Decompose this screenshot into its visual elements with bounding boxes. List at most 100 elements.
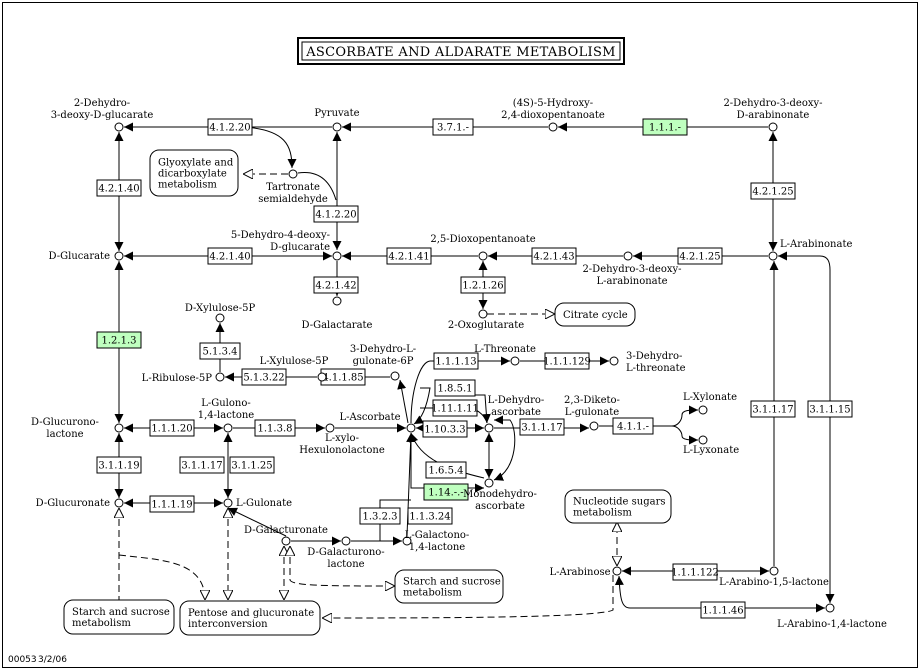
map-link-citrate[interactable]: Citrate cycle bbox=[554, 302, 636, 327]
compound-label-pyruvate[interactable]: Pyruvate bbox=[314, 108, 359, 119]
enzyme-1-2-1-26[interactable]: 1.2.1.26 bbox=[460, 276, 506, 294]
compound-label-l-xylonate[interactable]: L-Xylonate bbox=[683, 392, 737, 403]
compound-node-l-dehydroascorbate[interactable] bbox=[484, 423, 494, 433]
compound-label-l-dehydroascorbate[interactable]: L-Dehydro-ascorbate bbox=[488, 395, 545, 418]
compound-node-d-galactarate[interactable] bbox=[332, 296, 342, 306]
enzyme-4-2-1-40[interactable]: 4.2.1.40 bbox=[96, 179, 142, 197]
enzyme-5-1-3-4[interactable]: 5.1.3.4 bbox=[199, 342, 241, 360]
compound-label-d-galactarate[interactable]: D-Galactarate bbox=[302, 320, 373, 331]
enzyme-3-1-1-19[interactable]: 3.1.1.19 bbox=[96, 456, 142, 474]
compound-label-d-galacturonate[interactable]: D-Galacturonate bbox=[244, 525, 328, 536]
enzyme-3-1-1-25[interactable]: 3.1.1.25 bbox=[229, 456, 275, 474]
enzyme-4-2-1-40[interactable]: 4.2.1.40 bbox=[207, 247, 253, 265]
compound-node-tartronate-semialdehyde[interactable] bbox=[288, 169, 298, 179]
enzyme-4-2-1-41[interactable]: 4.2.1.41 bbox=[386, 247, 432, 265]
compound-node-diketo-gulonate[interactable] bbox=[589, 421, 599, 431]
compound-node-l-ascorbate-main[interactable] bbox=[406, 423, 416, 433]
compound-node-d-galacturono-lactone[interactable] bbox=[341, 536, 351, 546]
enzyme-1-1-3-24[interactable]: 1.1.3.24 bbox=[407, 507, 453, 525]
compound-label-l-arabino-15-lactone[interactable]: L-Arabino-1,5-lactone bbox=[719, 577, 829, 588]
compound-node-l-arabino-15-lactone[interactable] bbox=[769, 566, 779, 576]
compound-node-l-galactono-lactone[interactable] bbox=[402, 536, 412, 546]
enzyme-5-1-3-22[interactable]: 5.1.3.22 bbox=[241, 368, 287, 386]
compound-label-l-gulonate[interactable]: L-Gulonate bbox=[236, 498, 292, 509]
compound-node-l-arabino-14-lactone[interactable] bbox=[825, 603, 835, 613]
compound-node-l-threonate[interactable] bbox=[510, 356, 520, 366]
enzyme-4-2-1-25[interactable]: 4.2.1.25 bbox=[677, 247, 723, 265]
enzyme-1-11-1-11[interactable]: 1.11.1.11 bbox=[431, 399, 479, 417]
enzyme-1-10-3-3[interactable]: 1.10.3.3 bbox=[422, 420, 468, 438]
compound-label-d-glucurono-lactone[interactable]: D-Glucurono-lactone bbox=[31, 417, 99, 440]
enzyme-1-3-2-3[interactable]: 1.3.2.3 bbox=[359, 507, 401, 525]
enzyme-3-1-1-17[interactable]: 3.1.1.17 bbox=[750, 400, 796, 418]
compound-node-hydroxy-dioxopentanoate[interactable] bbox=[548, 122, 558, 132]
compound-node-l-arabinose[interactable] bbox=[612, 566, 622, 576]
compound-node-dehydro-deoxy-glucarate[interactable] bbox=[114, 122, 124, 132]
enzyme-4-1-2-20[interactable]: 4.1.2.20 bbox=[207, 118, 253, 136]
compound-label-dehydro-deoxy-arabinonate-l[interactable]: 2-Dehydro-3-deoxy-L-arabinonate bbox=[582, 264, 681, 287]
compound-label-l-arabinose[interactable]: L-Arabinose bbox=[549, 567, 610, 578]
compound-node-d-glucuronate[interactable] bbox=[114, 498, 124, 508]
compound-node-pyruvate[interactable] bbox=[332, 122, 342, 132]
compound-label-l-threonate[interactable]: L-Threonate bbox=[474, 344, 536, 355]
compound-node-l-xylonate[interactable] bbox=[698, 405, 708, 415]
enzyme-1-1-1-122[interactable]: 1.1.1.122 bbox=[671, 563, 719, 581]
compound-node-l-ascorbate[interactable] bbox=[325, 423, 335, 433]
compound-label-l-xylulose-5p[interactable]: L-Xylulose-5P bbox=[260, 356, 329, 367]
compound-node-dehydro-threonate[interactable] bbox=[609, 356, 619, 366]
compound-node-dehydro-gulonate-6p[interactable] bbox=[390, 371, 400, 381]
compound-label-l-galactono-lactone[interactable]: L-Galactono-1,4-lactone bbox=[405, 530, 470, 553]
compound-label-dioxopentanoate[interactable]: 2,5-Dioxopentanoate bbox=[430, 234, 535, 245]
compound-label-dehydro-gulonate-6p[interactable]: 3-Dehydro-L-gulonate-6P bbox=[350, 344, 416, 367]
compound-label-dehydro-threonate[interactable]: 3-Dehydro-L-threonate bbox=[626, 351, 686, 374]
compound-label-l-ribulose-5p[interactable]: L-Ribulose-5P bbox=[142, 373, 213, 384]
enzyme-1-1-1-20[interactable]: 1.1.1.20 bbox=[149, 419, 195, 437]
enzyme-1-14[interactable]: 1.14.-.- bbox=[423, 483, 469, 501]
enzyme-4-1-2-20[interactable]: 4.1.2.20 bbox=[313, 205, 359, 223]
compound-label-dehydro-deoxy-glucarate5[interactable]: 5-Dehydro-4-deoxy-D-glucarate bbox=[231, 230, 330, 253]
compound-node-l-ribulose-5p[interactable] bbox=[215, 372, 225, 382]
compound-node-l-xylulose-5p[interactable] bbox=[317, 372, 327, 382]
compound-node-oxoglutarate[interactable] bbox=[478, 309, 488, 319]
compound-node-d-glucarate[interactable] bbox=[114, 251, 124, 261]
compound-label-diketo-gulonate[interactable]: 2,3-Diketo-L-gulonate bbox=[564, 395, 620, 418]
compound-label-l-arabinonate[interactable]: L-Arabinonate bbox=[780, 239, 852, 250]
compound-label-l-arabino-14-lactone[interactable]: L-Arabino-1,4-lactone bbox=[777, 619, 887, 630]
compound-node-l-gulono-lactone[interactable] bbox=[223, 423, 233, 433]
compound-node-l-arabinonate[interactable] bbox=[768, 251, 778, 261]
compound-node-monodehydroascorbate[interactable] bbox=[484, 478, 494, 488]
compound-node-d-glucurono-lactone[interactable] bbox=[114, 423, 124, 433]
enzyme-1-2-1-3[interactable]: 1.2.1.3 bbox=[96, 331, 142, 349]
compound-node-dioxopentanoate[interactable] bbox=[478, 251, 488, 261]
enzyme-3-1-1-17[interactable]: 3.1.1.17 bbox=[179, 456, 225, 474]
compound-label-monodehydroascorbate[interactable]: Monodehydro-ascorbate bbox=[463, 489, 537, 512]
enzyme-4-1-1[interactable]: 4.1.1.- bbox=[612, 417, 654, 435]
enzyme-1-1-1-13[interactable]: 1.1.1.13 bbox=[433, 352, 479, 370]
compound-label-l-ascorbate[interactable]: L-Ascorbate bbox=[339, 412, 400, 423]
enzyme-4-2-1-42[interactable]: 4.2.1.42 bbox=[313, 276, 359, 294]
enzyme-3-1-1-15[interactable]: 3.1.1.15 bbox=[807, 400, 853, 418]
compound-label-d-xylulose-5p[interactable]: D-Xylulose-5P bbox=[185, 303, 256, 314]
compound-label-d-glucuronate[interactable]: D-Glucuronate bbox=[36, 498, 110, 509]
enzyme-4-1-1-85[interactable]: 4.1.1.85 bbox=[320, 368, 366, 386]
compound-label-dehydro-deoxy-glucarate[interactable]: 2-Dehydro-3-deoxy-D-glucarate bbox=[51, 98, 154, 121]
compound-node-d-xylulose-5p[interactable] bbox=[215, 313, 225, 323]
compound-node-dehydro-deoxy-arabinonate-l[interactable] bbox=[623, 251, 633, 261]
enzyme-4-2-1-25[interactable]: 4.2.1.25 bbox=[750, 182, 796, 200]
enzyme-3-7-1[interactable]: 3.7.1.- bbox=[432, 118, 474, 136]
enzyme-1-8-5-1[interactable]: 1.8.5.1 bbox=[434, 379, 476, 397]
compound-label-d-galacturono-lactone[interactable]: D-Galacturono-lactone bbox=[307, 547, 384, 570]
compound-node-dehydro-deoxy-arabinonate[interactable] bbox=[768, 122, 778, 132]
compound-label-oxoglutarate[interactable]: 2-Oxoglutarate bbox=[448, 320, 524, 331]
compound-label-l-gulono-lactone[interactable]: L-Gulono-1,4-lactone bbox=[198, 398, 255, 421]
compound-node-dehydro-deoxy-glucarate5[interactable] bbox=[332, 251, 342, 261]
compound-node-l-gulonate[interactable] bbox=[223, 498, 233, 508]
enzyme-1-1-1[interactable]: 1.1.1.- bbox=[642, 118, 688, 136]
compound-node-d-galacturonate[interactable] bbox=[281, 536, 291, 546]
enzyme-1-1-1-129[interactable]: 1.1.1.129 bbox=[543, 352, 591, 370]
compound-node-l-lyxonate[interactable] bbox=[698, 435, 708, 445]
